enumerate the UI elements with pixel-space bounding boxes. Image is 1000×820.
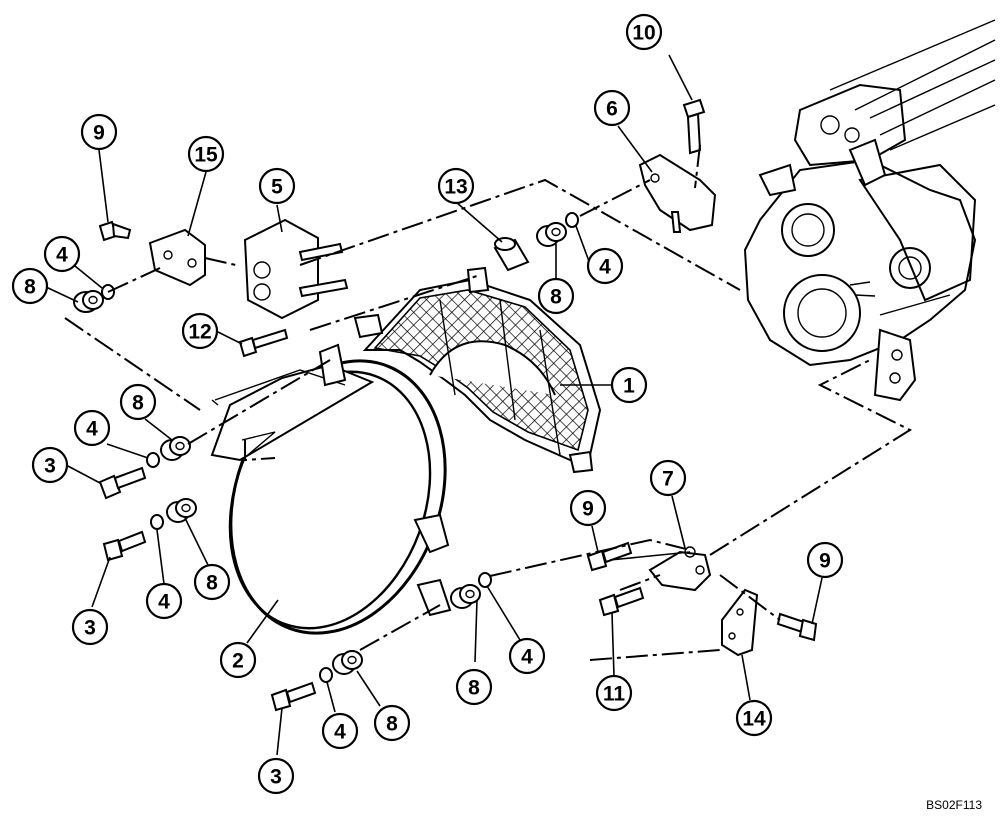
callout-number: 4 — [86, 418, 98, 441]
callout-1: 1 — [610, 366, 648, 404]
callout-15: 15 — [187, 135, 225, 173]
callout-4: 4 — [73, 409, 111, 447]
washer-4 — [146, 452, 160, 468]
callout-number: 2 — [232, 650, 244, 673]
callout-8: 8 — [11, 267, 49, 305]
callout-3: 3 — [71, 608, 109, 646]
callout-number: 11 — [603, 683, 626, 706]
callout-3: 3 — [257, 757, 295, 795]
bolt-11 — [598, 586, 645, 617]
bracket-14 — [721, 588, 759, 657]
grommet-8-bottom-right — [450, 584, 481, 609]
grommet-8-upper — [160, 436, 191, 461]
callout-number: 3 — [84, 617, 96, 640]
engine-assembly — [743, 19, 996, 402]
bracket-5 — [243, 218, 349, 320]
callout-number: 9 — [93, 122, 105, 145]
callout-number: 4 — [56, 244, 68, 267]
washer-4 — [150, 514, 164, 530]
callout-4: 4 — [321, 712, 359, 750]
callout-4: 4 — [508, 637, 546, 675]
callout-14: 14 — [735, 699, 773, 737]
bracket-7 — [648, 546, 712, 592]
callout-number: 4 — [599, 256, 611, 279]
callout-9: 9 — [569, 489, 607, 527]
callout-number: 6 — [606, 98, 618, 121]
callout-number: 9 — [819, 550, 831, 573]
callout-number: 3 — [44, 455, 56, 478]
callout-number: 12 — [188, 321, 211, 344]
callout-9: 9 — [806, 541, 844, 579]
spacer-13 — [493, 237, 530, 272]
fan-shroud-ring — [210, 343, 452, 635]
bracket-15 — [148, 228, 206, 287]
callout-12: 12 — [181, 312, 219, 350]
assembly-lines — [64, 144, 913, 661]
callout-number: 8 — [24, 276, 36, 299]
callout-8: 8 — [193, 563, 231, 601]
callout-4: 4 — [145, 582, 183, 620]
bracket-6 — [638, 153, 717, 233]
fan-guard — [353, 266, 602, 474]
washer-4 — [319, 667, 333, 683]
callout-13: 13 — [437, 167, 475, 205]
callout-10: 10 — [625, 13, 663, 51]
grommet-8-middle — [166, 498, 197, 523]
callout-8: 8 — [455, 668, 493, 706]
callout-number: 14 — [742, 708, 766, 731]
bolt-12 — [238, 328, 289, 358]
bolt-9-right — [776, 612, 818, 642]
callout-8: 8 — [373, 704, 411, 742]
callout-number: 9 — [582, 498, 594, 521]
callout-8: 8 — [537, 277, 575, 315]
bolt-10 — [682, 98, 706, 155]
washer-4 — [478, 572, 492, 588]
grommet-8-bottom — [332, 650, 363, 675]
callout-number: 10 — [632, 22, 655, 45]
callout-number: 8 — [132, 392, 144, 415]
callout-number: 8 — [386, 713, 398, 736]
callout-number: 4 — [158, 591, 170, 614]
callout-number: 8 — [206, 572, 218, 595]
callout-4: 4 — [586, 247, 624, 285]
callout-4: 4 — [43, 235, 81, 273]
leader-lines — [45, 54, 823, 756]
callout-9: 9 — [80, 113, 118, 151]
callout-7: 7 — [649, 459, 687, 497]
callout-3: 3 — [31, 446, 69, 484]
callout-number: 7 — [662, 468, 674, 491]
callout-number: 13 — [444, 176, 467, 199]
callout-8: 8 — [119, 383, 157, 421]
callout-6: 6 — [593, 89, 631, 127]
figure-code: BS02F113 — [926, 798, 982, 812]
grommet-8-left-top — [73, 290, 104, 313]
callout-number: 8 — [468, 677, 480, 700]
callout-number: 4 — [334, 721, 346, 744]
callout-number: 15 — [194, 144, 218, 167]
bolt-9-top — [98, 220, 132, 242]
bolt-3-lower — [270, 681, 317, 712]
washer-4 — [565, 212, 579, 228]
callout-11: 11 — [595, 674, 633, 712]
callout-2: 2 — [219, 641, 257, 679]
callout-5: 5 — [258, 167, 296, 205]
callout-number: 4 — [521, 646, 533, 669]
bolt-3-middle — [102, 530, 147, 562]
callout-number: 8 — [550, 286, 562, 309]
callout-number: 1 — [623, 375, 635, 398]
callout-number: 3 — [270, 766, 282, 789]
grommet-8-top-right — [536, 222, 567, 247]
callout-number: 5 — [271, 176, 283, 199]
bolt-3-upper — [98, 466, 147, 500]
bolt-9-middle — [586, 541, 633, 572]
